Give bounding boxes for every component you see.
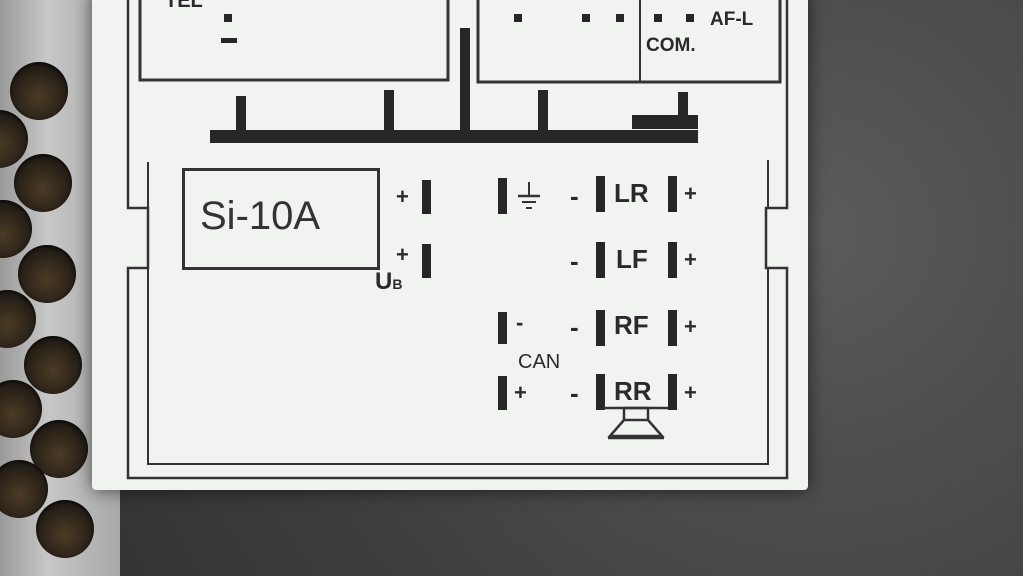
terminal-bar <box>596 176 605 212</box>
ub-plus-top: + <box>396 184 409 209</box>
rf-plus: + <box>684 314 697 339</box>
ground-icon <box>518 182 540 209</box>
pin-dot <box>582 14 590 22</box>
can-label: CAN <box>518 351 561 373</box>
terminal-bar <box>668 374 677 410</box>
terminal-bar <box>668 176 677 212</box>
can-plus: + <box>514 380 527 405</box>
metal-hole <box>24 336 82 394</box>
comb-tooth <box>236 96 246 136</box>
pin-dot <box>224 14 232 22</box>
channel-lf: LF <box>616 244 648 274</box>
metal-hole <box>18 245 76 303</box>
rr-plus: + <box>684 380 697 405</box>
metal-hole <box>14 154 72 212</box>
metal-hole <box>10 62 68 120</box>
metal-hole <box>0 460 48 518</box>
fuse-box <box>182 168 380 270</box>
terminal-bar <box>596 242 605 278</box>
terminal-bar <box>596 310 605 346</box>
pin-dot <box>514 14 522 22</box>
terminal-bar <box>596 374 605 410</box>
rr-minus: - <box>570 378 579 408</box>
lr-minus: - <box>570 181 579 211</box>
comb-tooth <box>460 28 470 136</box>
metal-hole <box>36 500 94 558</box>
ub-label: UB <box>375 268 403 295</box>
terminal-bar <box>498 178 507 214</box>
comb-tooth <box>678 92 688 122</box>
comb-tooth <box>538 90 548 136</box>
comb-step <box>632 115 698 129</box>
lr-plus: + <box>684 181 697 206</box>
fuse-label: Si-10A <box>200 194 321 238</box>
terminal-bar <box>498 312 507 344</box>
terminal-bar <box>498 376 507 410</box>
terminal-bar <box>668 310 677 346</box>
af-l-label: AF-L <box>710 9 754 30</box>
com-label: COM. <box>646 35 696 56</box>
comb-bar <box>210 130 698 143</box>
ub-plus-bottom: + <box>396 242 409 267</box>
pin-dot <box>686 14 694 22</box>
pin-dot <box>654 14 662 22</box>
lf-plus: + <box>684 247 697 272</box>
comb-tooth <box>384 90 394 136</box>
terminal-bar <box>668 242 677 278</box>
pin-dash <box>221 38 237 43</box>
channel-rf: RF <box>614 310 649 340</box>
terminal-bar <box>422 180 431 214</box>
lf-minus: - <box>570 246 579 276</box>
terminal-bar <box>422 244 431 278</box>
tel-label: TEL <box>165 0 203 12</box>
can-minus: - <box>516 310 524 335</box>
channel-rr: RR <box>614 376 652 406</box>
channel-lr: LR <box>614 178 649 208</box>
speaker-icon <box>604 406 668 440</box>
pin-dot <box>616 14 624 22</box>
rf-minus: - <box>570 312 579 342</box>
